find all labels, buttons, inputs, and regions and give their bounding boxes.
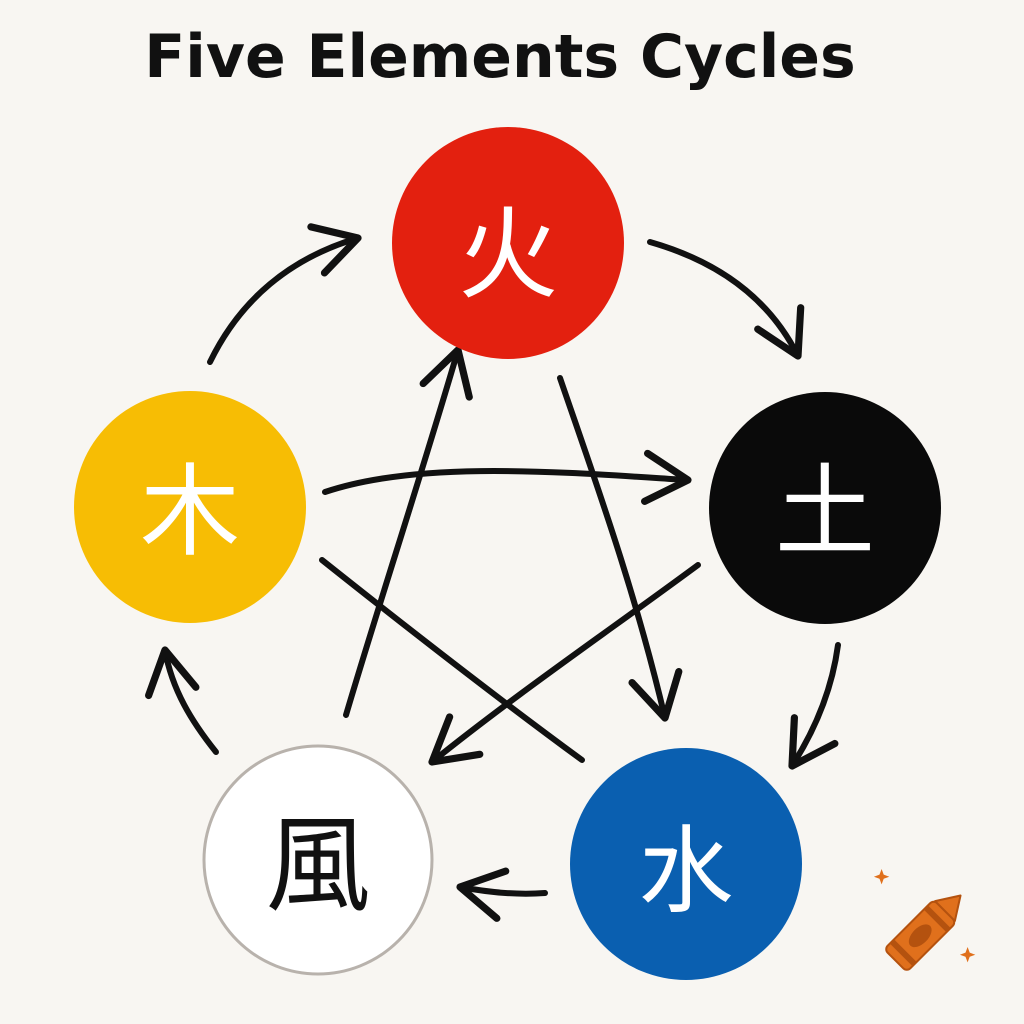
arrow-earth-to-water	[788, 642, 841, 770]
wind-glyph: 風	[265, 805, 370, 927]
crayon-logo-icon	[873, 869, 976, 971]
element-wood: 木	[74, 391, 306, 623]
wood-glyph: 木	[140, 454, 240, 571]
earth-glyph: 土	[775, 454, 875, 571]
arrow-wood-to-earth	[322, 449, 692, 505]
water-circle	[570, 748, 802, 980]
water-glyph: 水	[638, 817, 733, 927]
earth-circle	[709, 392, 941, 624]
fire-glyph: 火	[458, 197, 558, 314]
element-water: 水	[570, 748, 802, 980]
arrow-fire-to-earth	[647, 239, 805, 360]
arrow-earth-to-wind	[428, 562, 701, 766]
element-fire: 火	[392, 127, 624, 359]
fire-circle	[392, 127, 624, 359]
arrow-water-to-wind	[456, 867, 548, 922]
arrow-wind-to-fire	[343, 346, 473, 718]
arrow-wood-to-fire	[207, 223, 362, 365]
element-earth: 土	[709, 392, 941, 624]
line-wood-to-water	[319, 557, 585, 763]
arrow-wind-to-wood	[145, 646, 219, 755]
wood-circle	[74, 391, 306, 623]
element-wind: 風	[202, 744, 434, 976]
diagram-title: Five Elements Cycles	[144, 22, 856, 92]
arrow-fire-to-water	[557, 375, 683, 722]
wind-circle	[202, 744, 434, 976]
